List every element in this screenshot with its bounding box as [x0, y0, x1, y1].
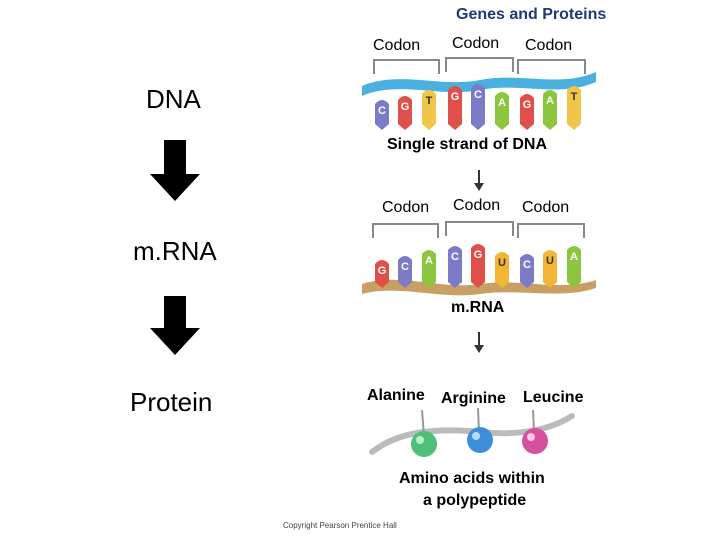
dna-base-3 [422, 90, 436, 130]
dna-base-5 [471, 84, 485, 130]
dna-codon-label-3: Codon [525, 37, 573, 54]
dna-base-letter-4: G [451, 91, 460, 103]
mrna-codon-label-1: Codon [382, 199, 430, 216]
amino-label-leucine: Leucine [523, 389, 584, 406]
mrna-base-4 [448, 246, 462, 288]
mrna-base-2 [398, 256, 412, 288]
dna-codon-label-2: Codon [452, 35, 500, 52]
dna-codon-label-1: Codon [373, 37, 421, 54]
dna-base-letter-5: C [474, 89, 482, 101]
dna-base-1 [375, 100, 389, 130]
dna-base-8 [543, 90, 557, 130]
dna-base-letter-9: T [571, 91, 578, 103]
mrna-base-letter-4: C [451, 251, 459, 263]
label-protein: Protein [130, 387, 213, 417]
mrna-base-letter-3: A [425, 255, 433, 267]
small-arrow-2 [474, 332, 484, 353]
dna-base-2 [398, 96, 412, 130]
mrna-base-letter-6: U [498, 257, 506, 269]
mrna-base-9 [567, 246, 581, 288]
dna-base-letter-1: C [378, 105, 386, 117]
dna-base-7 [520, 94, 534, 130]
amino-label-arginine: Arginine [441, 390, 506, 407]
dna-base-letter-8: A [546, 95, 554, 107]
mrna-base-letter-5: G [474, 249, 483, 261]
dna-base-letter-3: T [426, 95, 433, 107]
label-dna: DNA [146, 84, 201, 114]
dna-base-letter-2: G [401, 101, 410, 113]
mrna-base-5 [471, 244, 485, 288]
mrna-base-7 [520, 254, 534, 288]
mrna-codon-label-3: Codon [522, 199, 570, 216]
mrna-base-letter-1: G [378, 265, 387, 277]
amino-acid-arginine [467, 427, 493, 453]
copyright: Copyright Pearson Prentice Hall [283, 521, 397, 530]
dna-base-letter-6: A [498, 97, 506, 109]
label-mrna: m.RNA [133, 236, 217, 266]
mrna-base-8 [543, 250, 557, 288]
mrna-base-letter-9: A [570, 251, 578, 263]
mrna-base-3 [422, 250, 436, 288]
dna-base-9 [567, 86, 581, 130]
amino-acid-leucine [522, 428, 548, 454]
page-title: Genes and Proteins [456, 6, 607, 23]
mrna-codon-label-2: Codon [453, 197, 501, 214]
amino-label-alanine: Alanine [367, 387, 425, 404]
dna-base-6 [495, 92, 509, 130]
dna-caption: Single strand of DNA [387, 136, 548, 153]
mrna-base-letter-7: C [523, 259, 531, 271]
dna-base-letter-7: G [523, 99, 532, 111]
protein-caption-line1: Amino acids within [399, 470, 545, 487]
protein-caption-line2: a polypeptide [423, 492, 527, 509]
arrow-mrna-to-protein [150, 296, 200, 355]
small-arrow-1 [474, 170, 484, 191]
mrna-base-letter-8: U [546, 255, 554, 267]
dna-base-4 [448, 86, 462, 130]
mrna-base-1 [375, 260, 389, 288]
mrna-caption: m.RNA [451, 299, 505, 316]
arrow-dna-to-mrna [150, 140, 200, 201]
amino-acid-alanine [411, 431, 437, 457]
mrna-base-letter-2: C [401, 261, 409, 273]
mrna-base-6 [495, 252, 509, 288]
